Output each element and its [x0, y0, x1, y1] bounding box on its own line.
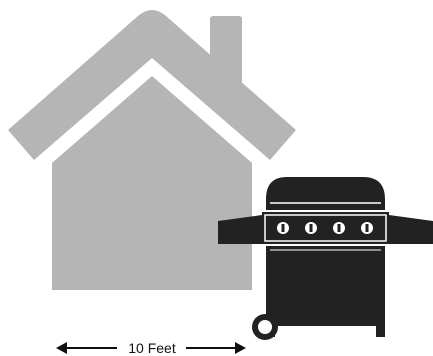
arrowhead-left-icon: [56, 342, 67, 354]
grill-wheel-hub: [258, 320, 272, 334]
grill-cart: [266, 246, 385, 326]
grill-leg-right: [376, 325, 385, 337]
distance-indicator: 10 Feet: [56, 340, 246, 356]
arrowhead-right-icon: [235, 342, 246, 354]
grill-lid: [266, 177, 385, 210]
house-icon: [8, 10, 296, 290]
grill-right-shelf: [389, 215, 433, 244]
distance-label: 10 Feet: [128, 340, 176, 356]
